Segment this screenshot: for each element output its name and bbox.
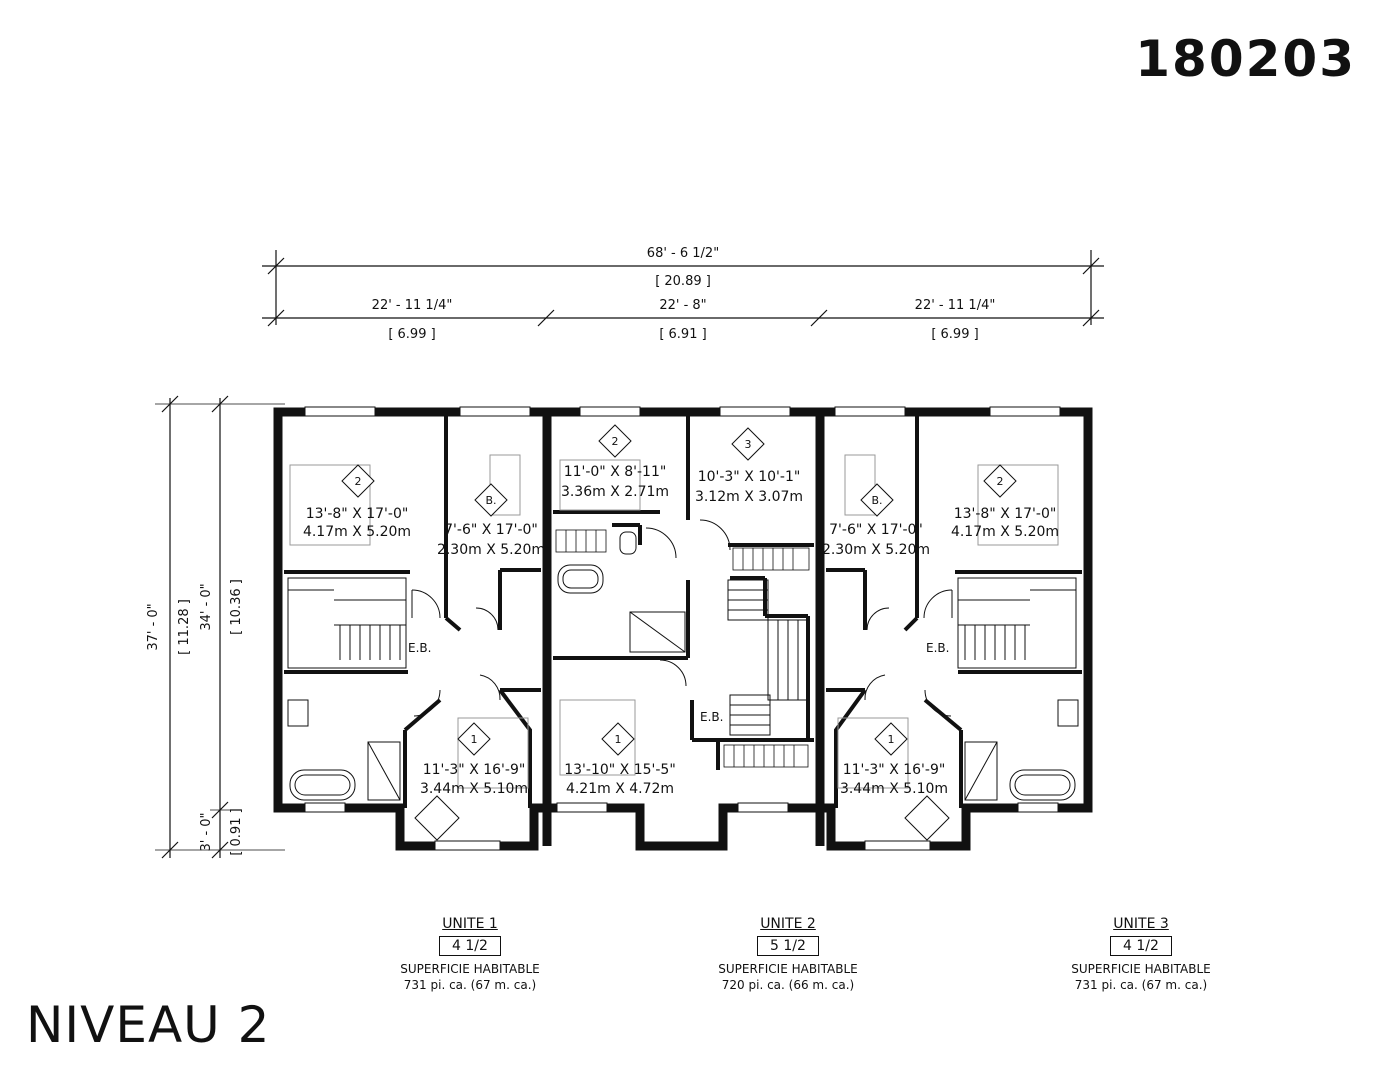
plan-number: 180203: [1135, 30, 1356, 88]
unit-1-area: 731 pi. ca. (67 m. ca.): [403, 978, 537, 992]
u2-eb-label: E.B.: [700, 710, 723, 724]
u2-bed1-tag: 1: [615, 733, 622, 746]
u3-eb-label: E.B.: [926, 641, 949, 655]
overall-depth-m: [ 11.28 ]: [177, 599, 192, 655]
unit1-width-ft: 22' - 11 1/4": [372, 298, 453, 313]
u2-bed3-size-m: 3.12m X 3.07m: [695, 489, 803, 505]
closets: [555, 529, 810, 768]
u1-office-size-ft: 7'-6" X 17'-0": [444, 522, 538, 538]
bump-depth-ft: 3' - 0": [199, 812, 214, 851]
unit3-width-ft: 22' - 11 1/4": [915, 298, 996, 313]
u1-bed2-tag: 2: [355, 475, 362, 488]
room-tags: [341, 424, 1017, 756]
unit-2-area-label: SUPERFICIE HABITABLE: [718, 962, 858, 976]
u2-bed3-tag: 3: [745, 438, 752, 451]
main-depth-m: [ 10.36 ]: [229, 579, 244, 635]
unit-3-area: 731 pi. ca. (67 m. ca.): [1074, 978, 1208, 992]
unit3-width-m: [ 6.99 ]: [931, 327, 978, 342]
u2-bed2-size-m: 3.36m X 2.71m: [561, 484, 669, 500]
u3-bed1-tag: 1: [888, 733, 895, 746]
unit-3-summary: UNITE 3 4 1/2 SUPERFICIE HABITABLE 731 p…: [1041, 916, 1241, 993]
unit-2-name: UNITE 2: [760, 916, 816, 932]
u3-office-size-ft: 7'-6" X 17'-0": [829, 522, 923, 538]
unit-1-summary: UNITE 1 4 1/2 SUPERFICIE HABITABLE 731 p…: [370, 916, 570, 993]
u1-bed2-size-ft: 13'-8" X 17'-0": [306, 506, 409, 522]
unit-1-name: UNITE 1: [442, 916, 498, 932]
u3-office-size-m: 2.30m X 5.20m: [822, 542, 930, 558]
floor-rugs: [414, 795, 950, 841]
bump-depth-m: [ 0.91 ]: [229, 808, 244, 855]
u3-bed2-size-ft: 13'-8" X 17'-0": [954, 506, 1057, 522]
bathroom-fixtures: [287, 531, 1079, 801]
u3-office-tag: B.: [871, 494, 882, 507]
unit-3-type: 4 1/2: [1110, 936, 1172, 956]
windows: [304, 406, 1061, 851]
level-title: NIVEAU 2: [26, 996, 271, 1054]
party-walls: [542, 412, 825, 846]
left-dimensions: [155, 395, 285, 859]
u2-bed2-tag: 2: [612, 435, 619, 448]
u3-bed1-size-m: 3.44m X 5.10m: [840, 781, 948, 797]
u3-bed2-tag: 2: [997, 475, 1004, 488]
u2-bed1-size-ft: 13'-10" X 15'-5": [564, 762, 676, 778]
u1-bed1-size-ft: 11'-3" X 16'-9": [423, 762, 526, 778]
unit-1-area-label: SUPERFICIE HABITABLE: [400, 962, 540, 976]
overall-width-m: [ 20.89 ]: [655, 274, 711, 289]
unit-2-type: 5 1/2: [757, 936, 819, 956]
u2-bed1-size-m: 4.21m X 4.72m: [566, 781, 674, 797]
unit-1-type: 4 1/2: [439, 936, 501, 956]
u2-bed2-size-ft: 11'-0" X 8'-11": [564, 464, 667, 480]
u3-bed1-size-ft: 11'-3" X 16'-9": [843, 762, 946, 778]
u1-office-tag: B.: [485, 494, 496, 507]
u1-bed2-size-m: 4.17m X 5.20m: [303, 524, 411, 540]
unit-3-area-label: SUPERFICIE HABITABLE: [1071, 962, 1211, 976]
main-depth-ft: 34' - 0": [199, 583, 214, 630]
u1-eb-label: E.B.: [408, 641, 431, 655]
u1-bed1-size-m: 3.44m X 5.10m: [420, 781, 528, 797]
u2-bed3-size-ft: 10'-3" X 10'-1": [698, 469, 801, 485]
stairs: [287, 577, 1077, 736]
furniture: [289, 454, 1059, 789]
door-swings: [411, 519, 953, 717]
unit-3-name: UNITE 3: [1113, 916, 1169, 932]
top-dimensions: [262, 250, 1104, 327]
unit-2-summary: UNITE 2 5 1/2 SUPERFICIE HABITABLE 720 p…: [688, 916, 888, 993]
unit1-width-m: [ 6.99 ]: [388, 327, 435, 342]
overall-depth-ft: 37' - 0": [146, 603, 161, 650]
unit2-width-ft: 22' - 8": [659, 298, 706, 313]
u1-office-size-m: 2.30m X 5.20m: [437, 542, 545, 558]
u3-bed2-size-m: 4.17m X 5.20m: [951, 524, 1059, 540]
unit2-width-m: [ 6.91 ]: [659, 327, 706, 342]
overall-width-ft: 68' - 6 1/2": [647, 246, 719, 261]
unit-2-area: 720 pi. ca. (66 m. ca.): [721, 978, 855, 992]
u1-bed1-tag: 1: [471, 733, 478, 746]
